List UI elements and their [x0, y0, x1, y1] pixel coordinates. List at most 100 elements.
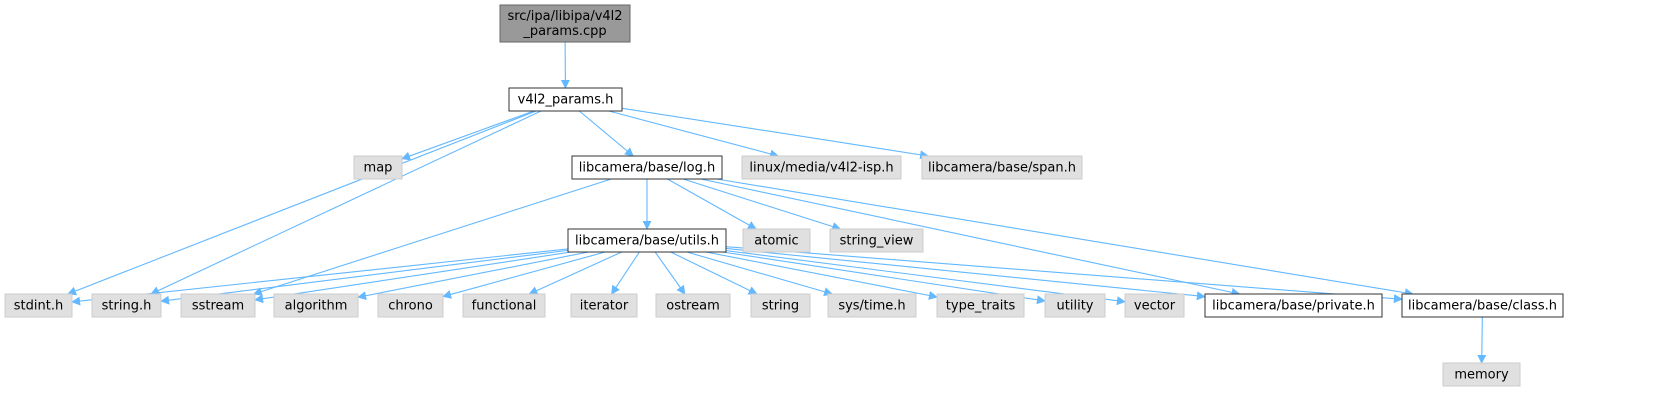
node-box — [273, 293, 359, 318]
node-v4l2-isp-h: linux/media/v4l2-isp.h — [741, 155, 902, 180]
node-label: map — [364, 161, 393, 176]
node-box — [91, 293, 162, 318]
node-label: iterator — [580, 299, 629, 314]
node-string-view: string_view — [829, 228, 924, 253]
node-string: string — [750, 293, 811, 318]
edge-utils_h-to-algorithm — [357, 251, 589, 301]
node-box — [567, 228, 727, 253]
node-label: ostream — [666, 299, 720, 314]
node-box — [750, 293, 811, 318]
edge-utils_h-to-sys_time_h — [686, 251, 834, 297]
node-label: string — [762, 299, 799, 314]
edge-utils_h-to-sstream — [254, 251, 572, 304]
node-box — [827, 293, 917, 318]
node-box — [1044, 293, 1106, 318]
node-atomic: atomic — [742, 228, 811, 253]
edge-utils_h-to-string — [670, 251, 758, 295]
node-label: _params.cpp — [522, 24, 606, 39]
node-label: linux/media/v4l2-isp.h — [749, 161, 893, 176]
edge-class_h-to-memory — [1477, 316, 1487, 364]
node-vector: vector — [1124, 293, 1185, 318]
node-label: memory — [1454, 368, 1509, 383]
node-sys-time-h: sys/time.h — [827, 293, 917, 318]
node-box — [921, 155, 1083, 180]
node-utils-h[interactable]: libcamera/base/utils.h — [567, 228, 727, 253]
node-box — [180, 293, 256, 318]
node-box — [570, 293, 638, 318]
node-log-h[interactable]: libcamera/base/log.h — [571, 155, 723, 180]
node-label: chrono — [388, 299, 433, 314]
edge-utils_h-to-chrono — [442, 251, 606, 299]
edge-v4l2_params_h-to-span_h — [621, 107, 930, 160]
node-box — [353, 155, 403, 180]
node-string-h: string.h — [91, 293, 162, 318]
node-class-h[interactable]: libcamera/base/class.h — [1401, 293, 1564, 318]
node-box — [462, 293, 546, 318]
node-label: libcamera/base/log.h — [579, 161, 716, 176]
node-label: libcamera/base/private.h — [1212, 299, 1375, 314]
edge-utils_h-to-ostream — [654, 251, 686, 295]
nodes-layer: src/ipa/libipa/v4l2_params.cpp v4l2_param… — [4, 4, 1564, 387]
edge-utils_h-to-class_h — [725, 246, 1403, 304]
edge-v4l2_params_h-to-log_h — [578, 110, 634, 157]
edges-layer — [67, 41, 1487, 364]
node-box — [571, 155, 723, 180]
node-label: sstream — [192, 299, 244, 314]
node-box — [1124, 293, 1185, 318]
edge-v4l2_params_h-to-v4l2_isp_h — [608, 110, 780, 159]
node-box — [936, 293, 1025, 318]
node-box — [829, 228, 924, 253]
edge-log_h-to-private_h — [700, 178, 1241, 297]
edge-log_h-to-atomic — [667, 178, 757, 230]
node-functional: functional — [462, 293, 546, 318]
node-span-h: libcamera/base/span.h — [921, 155, 1083, 180]
edge-utils_h-to-private_h — [725, 247, 1206, 301]
node-box — [499, 4, 631, 43]
node-sstream: sstream — [180, 293, 256, 318]
node-label: type_traits — [946, 299, 1016, 314]
edge-v4l2_params_h-to-string_h — [150, 110, 542, 295]
edge-utils_h-to-functional — [528, 251, 622, 295]
node-label: stdint.h — [14, 299, 63, 314]
node-label: string.h — [102, 299, 152, 314]
edge-log_h-to-string_view — [682, 178, 842, 231]
node-label: src/ipa/libipa/v4l2 — [507, 9, 622, 24]
node-map: map — [353, 155, 403, 180]
node-private-h[interactable]: libcamera/base/private.h — [1204, 293, 1383, 318]
node-box — [1401, 293, 1564, 318]
node-algorithm: algorithm — [273, 293, 359, 318]
node-box — [1442, 362, 1521, 387]
edge-v4l2_params_h-to-map — [401, 110, 534, 161]
node-utility: utility — [1044, 293, 1106, 318]
node-label: libcamera/base/utils.h — [575, 234, 719, 249]
node-label: utility — [1057, 299, 1094, 314]
node-v4l2-params-h[interactable]: v4l2_params.h — [508, 87, 623, 112]
node-label: atomic — [754, 234, 798, 249]
node-box — [377, 293, 444, 318]
node-box — [4, 293, 73, 318]
node-label: libcamera/base/span.h — [928, 161, 1076, 176]
node-label: libcamera/base/class.h — [1408, 299, 1557, 314]
node-box — [508, 87, 623, 112]
edge-v4l2_params_h-to-stdint_h — [67, 110, 537, 296]
node-label: functional — [472, 299, 537, 314]
edge-utils_h-to-iterator — [611, 251, 640, 295]
edge-utils_h-to-stdint_h — [71, 248, 569, 306]
node-label: v4l2_params.h — [518, 93, 614, 108]
node-label: vector — [1134, 299, 1176, 314]
node-box — [741, 155, 902, 180]
node-ostream: ostream — [655, 293, 731, 318]
node-chrono: chrono — [377, 293, 444, 318]
node-label: string_view — [840, 234, 914, 249]
node-type-traits: type_traits — [936, 293, 1025, 318]
edge-utils_h-to-utility — [722, 251, 1046, 305]
edge-utils_h-to-string_h — [160, 249, 569, 305]
node-stdint-h: stdint.h — [4, 293, 73, 318]
node-iterator: iterator — [570, 293, 638, 318]
node-box — [655, 293, 731, 318]
node-label: sys/time.h — [838, 299, 905, 314]
edge-utils_h-to-vector — [725, 250, 1126, 306]
edge-log_h-to-sstream — [252, 178, 612, 296]
node-root: src/ipa/libipa/v4l2_params.cpp — [499, 4, 631, 43]
